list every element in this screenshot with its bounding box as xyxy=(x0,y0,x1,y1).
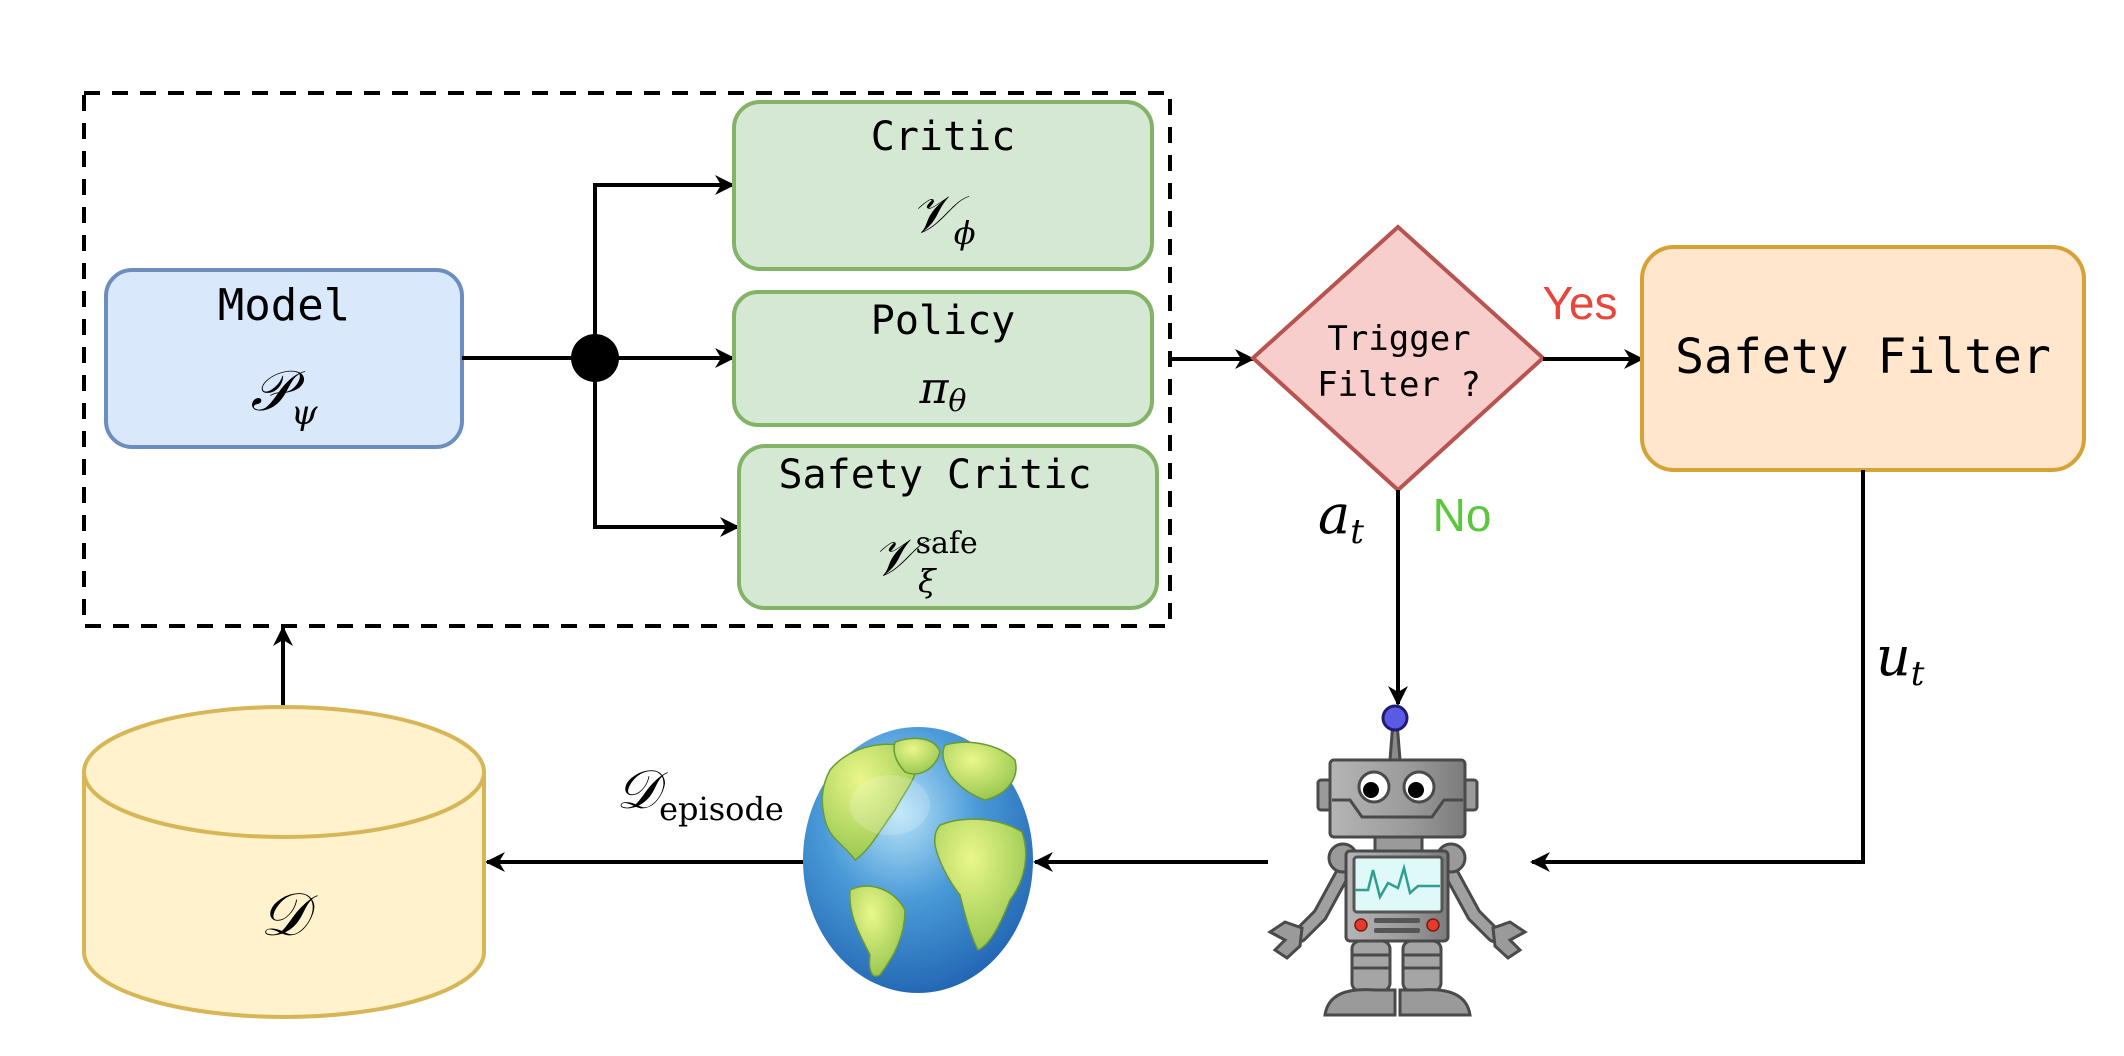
episode-data-label: 𝒟episode xyxy=(616,758,784,828)
decision-line-2: Filter ? xyxy=(1317,365,1481,405)
dataset-node[interactable]: 𝒟 xyxy=(82,705,486,1019)
safety-filter-title: Safety Filter xyxy=(1675,329,2051,385)
safety-critic-title: Safety Critic xyxy=(778,452,1091,498)
dataset-cylinder-body xyxy=(82,770,486,1019)
safe-action-symbol: u xyxy=(1876,625,1911,688)
policy-symbol-subscript: θ xyxy=(948,384,966,419)
decision-line-1: Trigger xyxy=(1327,319,1470,359)
action-symbol: a xyxy=(1318,483,1350,546)
critic-node[interactable]: Critic 𝒱ϕ xyxy=(732,100,1154,271)
safety-critic-symbol-subscript: ξ xyxy=(918,562,937,600)
model-symbol-subscript: ψ xyxy=(291,393,318,433)
safety-critic-box xyxy=(737,444,1159,610)
policy-symbol: πθ xyxy=(919,363,967,419)
yes-label: Yes xyxy=(1542,277,1617,329)
junction-dot xyxy=(571,334,619,382)
no-label: No xyxy=(1433,489,1492,541)
critic-box xyxy=(732,100,1154,271)
episode-data-subscript: episode xyxy=(659,790,784,828)
model-node[interactable]: Model 𝒫ψ xyxy=(104,268,464,449)
safe-action-label: ut xyxy=(1876,625,1925,694)
safe-action-edge xyxy=(1530,470,1865,872)
safe-action-subscript: t xyxy=(1911,654,1925,694)
policy-title: Policy xyxy=(871,298,1016,344)
policy-node[interactable]: Policy πθ xyxy=(732,290,1154,427)
model-title: Model xyxy=(218,280,350,331)
dataset-cylinder-top xyxy=(82,705,486,839)
critic-title: Critic xyxy=(871,114,1016,160)
policy-box xyxy=(732,290,1154,427)
globe-icon xyxy=(803,727,1033,993)
robot-icon xyxy=(1267,704,1528,1017)
safety-critic-node[interactable]: Safety Critic 𝒱safe ξ xyxy=(737,444,1159,610)
safety-filter-node[interactable]: Safety Filter xyxy=(1640,245,2086,472)
trigger-filter-decision[interactable]: Trigger Filter ? xyxy=(1250,224,1546,493)
action-subscript: t xyxy=(1350,512,1364,552)
critic-symbol-subscript: ϕ xyxy=(954,214,976,252)
policy-symbol-main: π xyxy=(919,363,950,414)
safety-critic-symbol-superscript: safe xyxy=(916,526,978,561)
action-label: at xyxy=(1318,483,1364,552)
